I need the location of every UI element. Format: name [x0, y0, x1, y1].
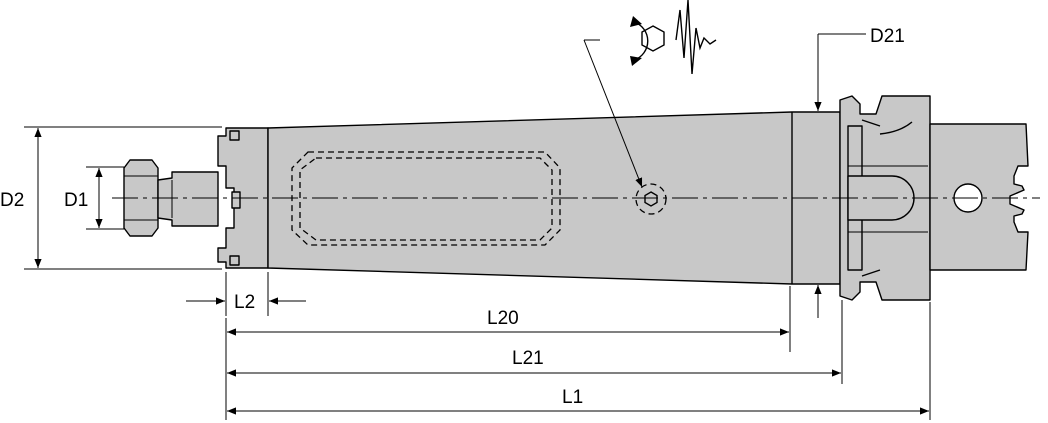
d1-label: D1 [64, 190, 88, 211]
dimension-l1: L1 [225, 302, 931, 420]
l21-label: L21 [512, 348, 544, 369]
d2-label-bg [0, 186, 30, 210]
rotation-arc [633, 21, 649, 61]
face-key-top [229, 130, 240, 141]
screw-leader-line [583, 39, 643, 188]
dimension-l2: L2 [186, 272, 306, 316]
flange-detail-lines [848, 165, 928, 233]
hex-icon [641, 25, 665, 52]
flange-groove-edges [861, 119, 881, 277]
collet-nut-flats [124, 175, 158, 221]
vibration-wave-icon [675, 0, 717, 75]
d21-label: D21 [870, 26, 905, 47]
collet-body [157, 171, 219, 227]
dimension-l20: L20 [225, 286, 791, 352]
rotation-arrowhead-bottom [630, 56, 642, 66]
drive-slot-arc-top [879, 121, 913, 135]
screw-hex-socket [644, 191, 658, 207]
dimension-d2: D2 [0, 126, 222, 270]
rotation-arrowhead-top [630, 16, 642, 27]
hidden-slot-outline [291, 151, 561, 246]
rotation-hex-vibration-icon [583, 0, 717, 188]
l2-label: L2 [234, 292, 255, 313]
dimension-d1: D1 [62, 166, 124, 230]
hidden-slot-inner [299, 157, 553, 241]
dimension-l21: L21 [225, 300, 843, 384]
face-key-bottom [229, 255, 240, 266]
dimension-d21: D21 [814, 26, 905, 318]
screw-access-circle [635, 183, 667, 215]
l1-label: L1 [562, 387, 583, 408]
collet-nut [123, 159, 159, 237]
d2-label: D2 [0, 190, 24, 211]
d1-label-bg [62, 186, 96, 210]
l20-label: L20 [487, 308, 519, 329]
face-key-center [231, 191, 241, 209]
